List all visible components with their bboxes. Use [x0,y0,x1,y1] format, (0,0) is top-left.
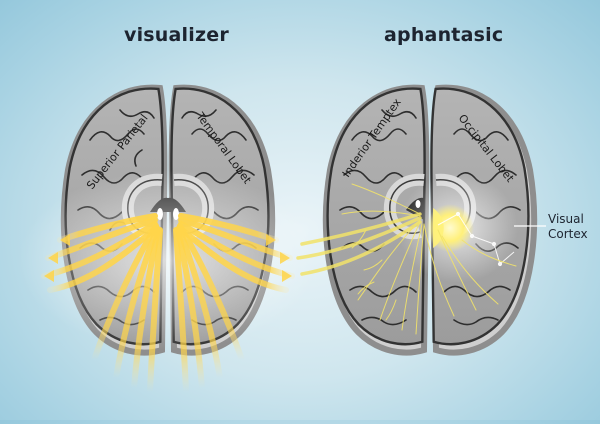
callout-line-1: Visual [548,212,584,226]
aphantasic-nerve-fibers [296,183,517,335]
callout-line-2: Cortex [548,227,588,241]
title-visualizer: visualizer [124,24,229,46]
title-aphantasic: aphantasic [384,24,504,46]
visualizer-brain [18,88,318,395]
visualizer-arrows [41,213,295,395]
aphantasic-brain [296,88,546,353]
callout-visual-cortex: Visual Cortex [548,212,588,242]
